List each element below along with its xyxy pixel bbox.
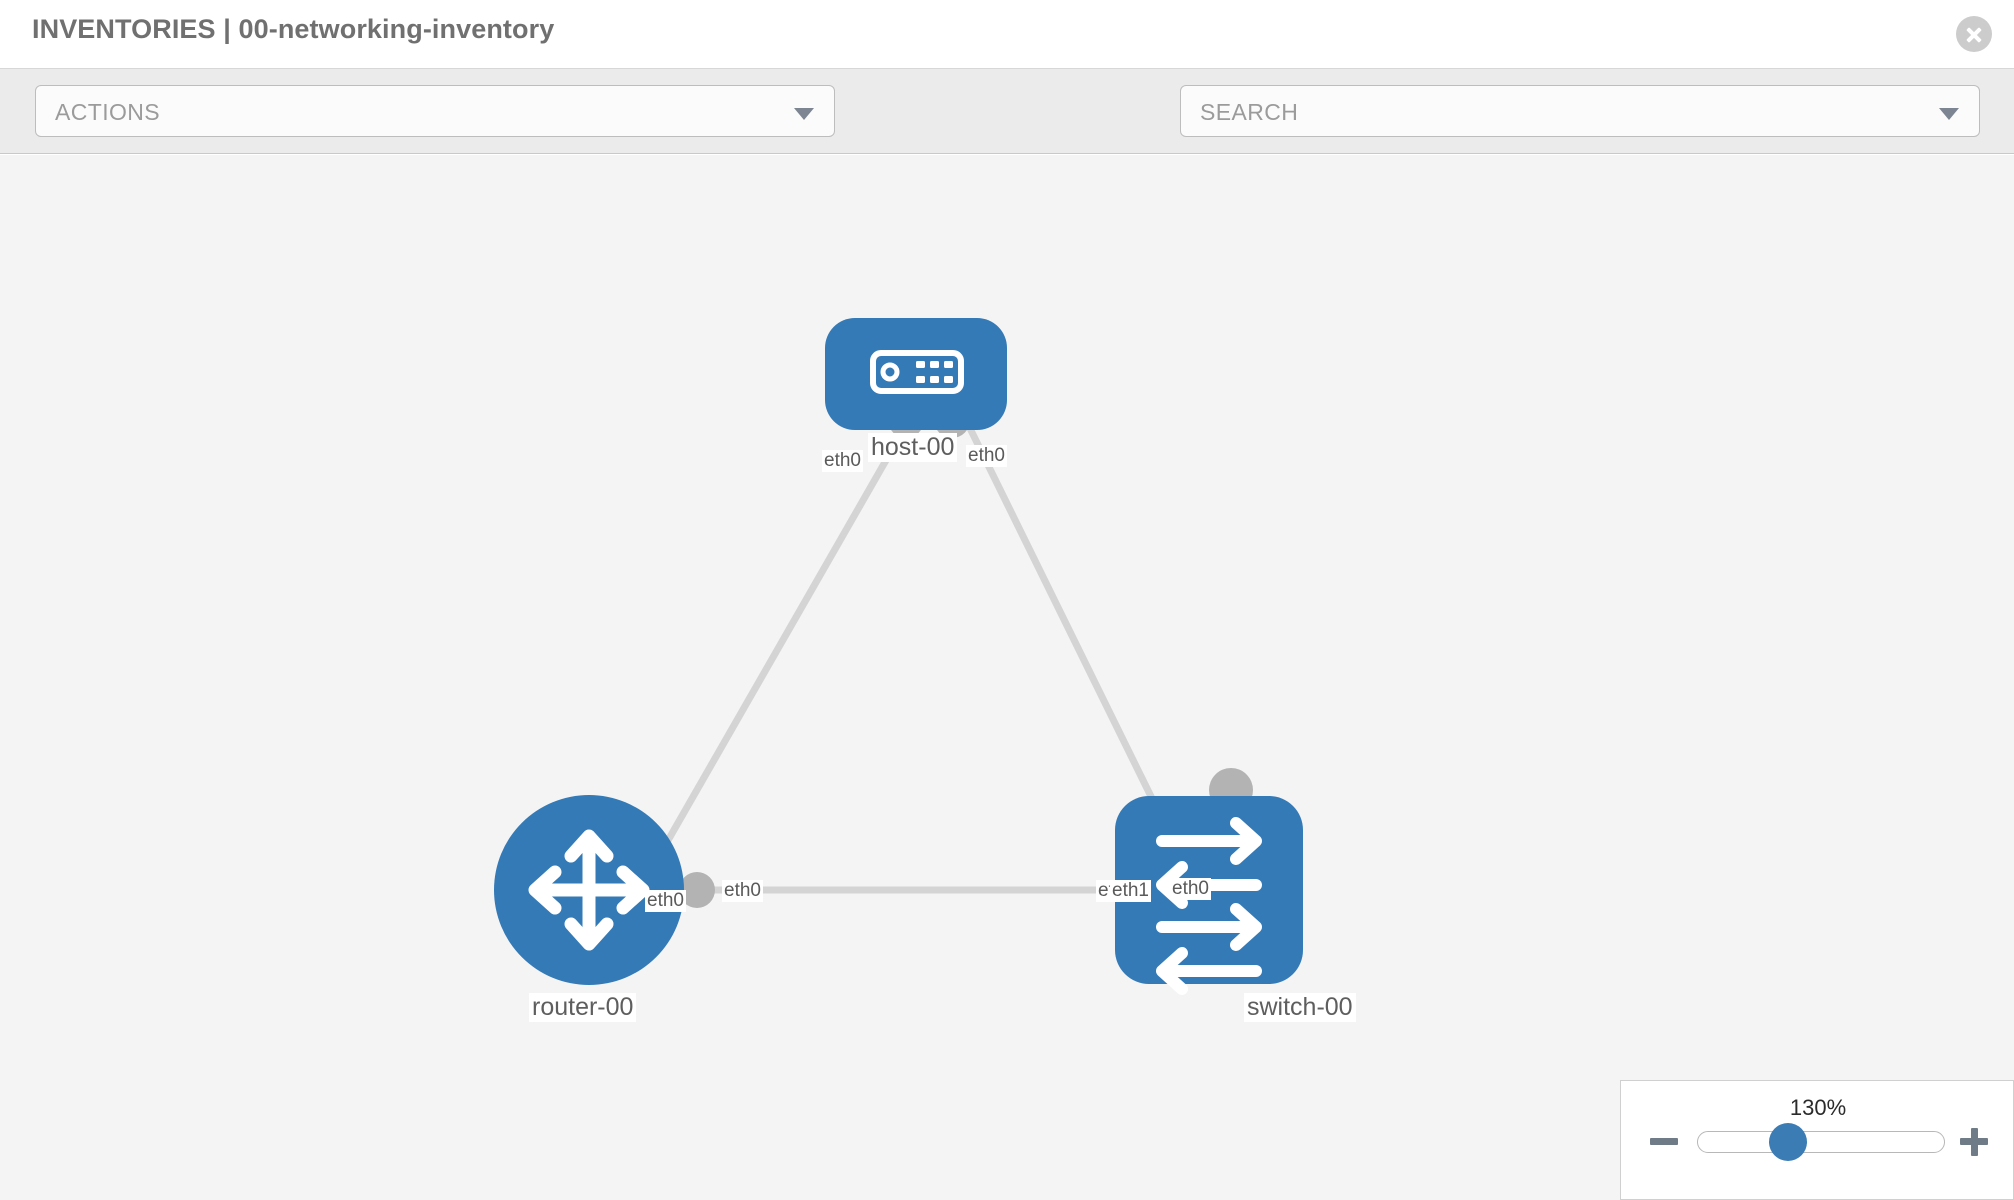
close-icon[interactable] bbox=[1956, 16, 1992, 52]
search-placeholder: SEARCH bbox=[1200, 99, 1299, 125]
node-host-00 bbox=[825, 318, 1007, 430]
iface-label-switch-eth0-uplink: eth0 bbox=[1170, 878, 1211, 900]
search-input[interactable]: SEARCH bbox=[1180, 85, 1980, 137]
page-title: INVENTORIES | 00-networking-inventory bbox=[32, 14, 555, 44]
node-label-host-00[interactable]: host-00 bbox=[868, 433, 958, 462]
zoom-in-button[interactable] bbox=[1957, 1125, 1991, 1159]
iface-label-switch-eth1-trunk: eth1 bbox=[1110, 880, 1151, 902]
topology-graph bbox=[494, 318, 1303, 995]
node-router-00 bbox=[494, 795, 684, 985]
zoom-slider-thumb[interactable] bbox=[1769, 1123, 1807, 1161]
zoom-control-panel: 130% bbox=[1620, 1080, 2014, 1200]
iface-label-router-eth0-uplink: eth0 bbox=[645, 890, 686, 912]
actions-dropdown-label: ACTIONS bbox=[55, 99, 161, 125]
topology-canvas[interactable]: host-00 router-00 switch-00 eth0 eth0 et… bbox=[0, 155, 2014, 1200]
iface-label-host-eth0-left: eth0 bbox=[822, 450, 863, 472]
toolbar: ACTIONS SEARCH bbox=[0, 69, 2014, 200]
node-label-router-00[interactable]: router-00 bbox=[529, 993, 637, 1022]
iface-label-router-eth0-trunk: eth0 bbox=[722, 880, 763, 902]
page-header: INVENTORIES | 00-networking-inventory bbox=[0, 0, 2014, 69]
node-label-switch-00[interactable]: switch-00 bbox=[1244, 993, 1356, 1022]
zoom-slider-track[interactable] bbox=[1697, 1131, 1945, 1153]
zoom-level-value: 130% bbox=[1789, 1095, 1847, 1120]
chevron-down-icon bbox=[794, 108, 814, 120]
chevron-down-icon bbox=[1939, 108, 1959, 120]
stub-router-right bbox=[679, 872, 715, 908]
iface-label-host-eth0-right: eth0 bbox=[966, 445, 1007, 467]
actions-dropdown[interactable]: ACTIONS bbox=[35, 85, 835, 137]
zoom-out-button[interactable] bbox=[1647, 1125, 1681, 1159]
